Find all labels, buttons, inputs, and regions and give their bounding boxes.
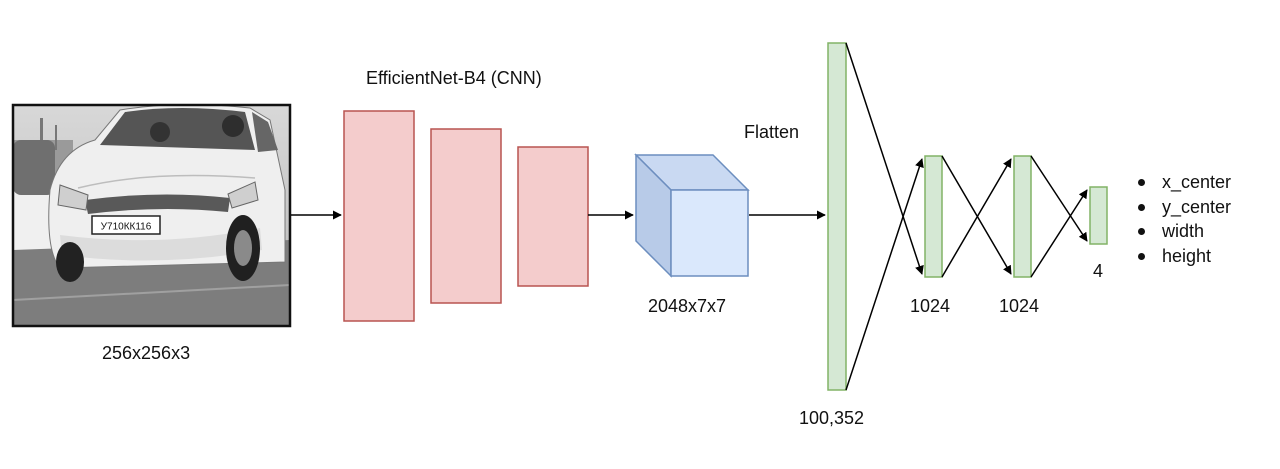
output-item: height bbox=[1138, 244, 1231, 269]
cnn-block-3 bbox=[517, 146, 589, 287]
flatten-layer bbox=[827, 42, 847, 391]
cnn-blocks bbox=[343, 110, 589, 322]
bullet-icon bbox=[1138, 179, 1145, 186]
feature-map-size-label: 2048x7x7 bbox=[648, 296, 727, 316]
flatten-size-label: 100,352 bbox=[799, 408, 865, 428]
dense-layer-1 bbox=[924, 155, 943, 278]
bullet-icon bbox=[1138, 252, 1145, 260]
license-plate-text: У710КК116 bbox=[101, 222, 152, 233]
backbone-title: EfficientNet-B4 (CNN) bbox=[366, 68, 542, 88]
output-item: y_center bbox=[1138, 195, 1231, 220]
flatten-label: Flatten bbox=[744, 122, 800, 142]
input-image: У710КК116 bbox=[11, 103, 292, 328]
bullet-icon bbox=[1138, 203, 1145, 211]
output-layer bbox=[1089, 186, 1108, 245]
dense-layers bbox=[827, 42, 1108, 391]
output-item: width bbox=[1138, 219, 1231, 244]
input-size-label: 256x256x3 bbox=[102, 343, 191, 363]
dense-layer-1-label: 1024 bbox=[910, 296, 951, 316]
dense-connections bbox=[845, 42, 1088, 391]
dense-layer-2 bbox=[1013, 155, 1032, 278]
output-list: x_center y_center width height bbox=[1138, 170, 1231, 268]
cnn-block-1 bbox=[343, 110, 415, 322]
output-layer-label: 4 bbox=[1093, 261, 1104, 281]
output-item: x_center bbox=[1138, 170, 1231, 195]
cnn-block-2 bbox=[430, 128, 502, 304]
bullet-icon bbox=[1138, 228, 1145, 235]
feature-map-cube bbox=[634, 153, 750, 278]
dense-layer-2-label: 1024 bbox=[999, 296, 1040, 316]
